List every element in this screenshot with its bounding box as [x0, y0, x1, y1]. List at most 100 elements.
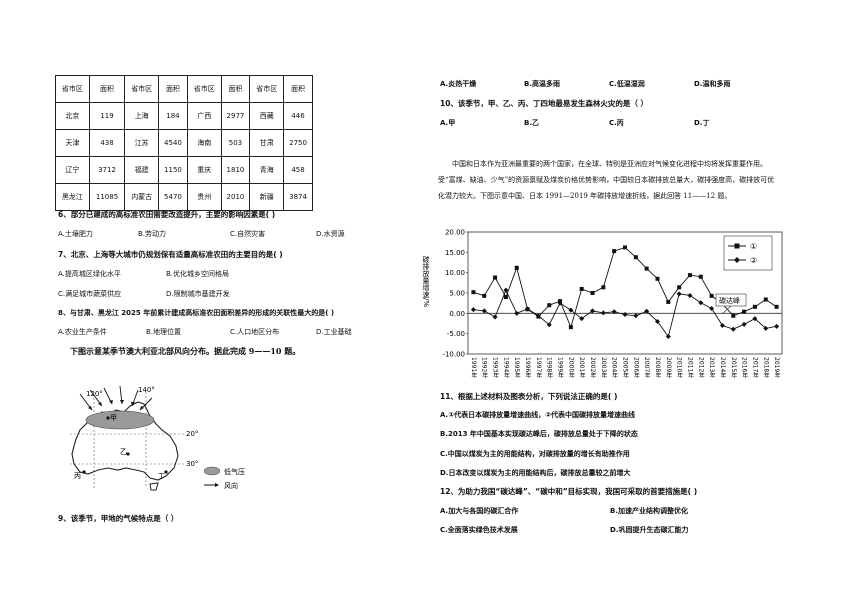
- x-tick-label: 2008年: [654, 357, 661, 380]
- q7-option-a[interactable]: A.提高城区绿化水平: [58, 270, 121, 278]
- q6-option-b[interactable]: B.劳动力: [138, 230, 167, 238]
- series-1-point: [579, 286, 584, 291]
- x-tick-label: 1991年: [470, 357, 477, 380]
- series-2-point: [546, 322, 552, 328]
- q12-option-a[interactable]: A.加大与各国的碳汇合作: [440, 507, 519, 515]
- series-1-point: [742, 309, 747, 314]
- q7-option-b[interactable]: B.优化城乡空间格局: [166, 270, 230, 278]
- series-1-point: [623, 245, 627, 250]
- series-2-point: [709, 305, 715, 311]
- question-7-stem: 7、北京、上海等大城市仍规划保有适量高标准农田的主要目的是( ): [58, 250, 283, 259]
- series-1-point: [655, 276, 660, 281]
- q10-option-a[interactable]: A.甲: [440, 119, 456, 127]
- legend-wind-arrowhead: [215, 483, 219, 487]
- q7-option-d[interactable]: D.限制城市基建开发: [166, 290, 230, 298]
- series-1-point: [774, 304, 779, 309]
- place-label-bing: 丙: [74, 472, 81, 480]
- q9-option-d[interactable]: D.温和多雨: [694, 80, 731, 88]
- table-cell: 438: [88, 129, 126, 157]
- series-1-point: [633, 255, 638, 260]
- series-1-point: [590, 291, 595, 295]
- q6-option-a[interactable]: A.土壤肥力: [58, 230, 93, 238]
- q12-option-d[interactable]: D.巩固提升生态碳汇能力: [610, 526, 689, 534]
- q11-option-d[interactable]: D.日本改变以煤炭为主的用能结构后，碳排放总量较之前增大: [440, 469, 631, 477]
- legend-marker-2: [734, 257, 740, 263]
- q9-option-a[interactable]: A.炎热干燥: [440, 80, 477, 88]
- chart-legend: [723, 235, 773, 271]
- place-label-ding: 丁: [158, 472, 165, 480]
- table-row: 天津 438 江苏 4540 海南 503 甘肃 2750: [55, 129, 313, 157]
- x-tick-label: 1995年: [513, 357, 520, 380]
- q12-option-c[interactable]: C.全面落实绿色技术发展: [440, 526, 518, 534]
- series-1-point: [752, 304, 757, 309]
- q10-option-b[interactable]: B.乙: [524, 119, 539, 127]
- series-2-point: [611, 309, 617, 315]
- series-1-point: [731, 313, 736, 318]
- q10-option-c[interactable]: C.丙: [609, 119, 624, 127]
- q8-option-a[interactable]: A.农业生产条件: [58, 328, 107, 336]
- table-cell: 西藏: [249, 102, 285, 130]
- series-1-point: [471, 290, 476, 295]
- legend-wind-label: 风向: [224, 481, 238, 490]
- q12-option-b[interactable]: B.加速产业结构调整优化: [610, 507, 688, 515]
- legend-marker-1: [734, 243, 740, 249]
- table-cell: 上海: [124, 102, 160, 130]
- q11-option-c[interactable]: C.中国以煤炭为主的用能结构，对碳排放量的增长有助推作用: [440, 450, 630, 458]
- table-cell: 11085: [88, 183, 126, 211]
- table-cell: 新疆: [249, 183, 285, 211]
- table-cell: 3874: [283, 183, 313, 211]
- question-10-stem: 10、该季节，甲、乙、丙、丁四地最易发生森林火灾的是（ ）: [440, 99, 649, 108]
- q11-option-a[interactable]: A.①代表日本碳排放量增速曲线，②代表中国碳排放量增速曲线: [440, 411, 636, 419]
- q9-option-c[interactable]: C.低温湿润: [609, 80, 645, 88]
- q7-option-c[interactable]: C.满足城市蔬菜供应: [58, 290, 122, 298]
- table-cell: 辽宁: [55, 156, 90, 184]
- table-header: 省市区: [55, 75, 90, 103]
- series-2-point: [644, 308, 650, 314]
- series-2-point: [535, 313, 541, 319]
- series-1-point: [612, 249, 617, 254]
- q9-option-b[interactable]: B.高温多雨: [524, 80, 560, 88]
- series-2-point: [492, 314, 498, 320]
- table-cell: 青海: [249, 156, 285, 184]
- question-9-stem: 9、该季节，甲地的气候特点是（ ）: [58, 514, 179, 523]
- question-6-stem: 6、部分已建成的高标准农田需要改造提升，主要的影响因素是( ): [58, 210, 276, 219]
- table-cell: 江苏: [124, 129, 160, 157]
- series-2-point: [665, 334, 671, 340]
- table-cell: 福建: [124, 156, 160, 184]
- q8-option-d[interactable]: D.工业基础: [316, 328, 352, 336]
- y-tick-label: 10.00: [445, 269, 465, 277]
- x-tick-label: 1992年: [481, 357, 488, 380]
- table-header: 省市区: [249, 75, 285, 103]
- q11-option-b[interactable]: B.2013 年中国基本实现碳达峰后，碳排放总量处于下降的状态: [440, 430, 638, 438]
- q10-option-d[interactable]: D.丁: [694, 119, 710, 127]
- place-dot-bing: [82, 470, 86, 474]
- table-cell: 2977: [220, 102, 251, 130]
- q8-option-b[interactable]: B.地理位置: [146, 328, 182, 336]
- x-tick-label: 1999年: [557, 357, 564, 380]
- table-cell: 2010: [220, 183, 251, 211]
- y-tick-label: 15.00: [445, 249, 465, 257]
- question-8-stem: 8、与甘肃、黑龙江 2025 年前累计建成高标准农田面积差异的形成的关联性最大的…: [58, 309, 335, 317]
- place-dot-yi: [126, 452, 130, 456]
- table-cell: 5470: [158, 183, 188, 211]
- table-cell: 内蒙古: [124, 183, 160, 211]
- x-tick-label: 2016年: [741, 357, 748, 380]
- y-tick-label: 5.00: [449, 290, 465, 298]
- q6-option-d[interactable]: D.水资源: [316, 230, 345, 238]
- table-cell: 4540: [158, 129, 188, 157]
- x-tick-label: 2015年: [730, 357, 737, 380]
- x-tick-label: 2013年: [708, 357, 715, 380]
- x-tick-label: 2017年: [751, 357, 758, 380]
- legend-label-2: ②: [750, 256, 757, 265]
- x-tick-label: 2007年: [643, 357, 650, 380]
- q8-option-c[interactable]: C.人口地区分布: [230, 328, 280, 336]
- series-1-point: [482, 293, 487, 298]
- place-dot-jia: [106, 416, 110, 420]
- x-tick-label: 2012年: [697, 357, 704, 380]
- plot-frame: [467, 231, 783, 355]
- q6-option-c[interactable]: C.自然灾害: [230, 230, 266, 238]
- y-tick-label: -5.00: [447, 330, 465, 338]
- table-header: 省市区: [186, 75, 222, 103]
- x-tick-label: 2004年: [611, 357, 618, 380]
